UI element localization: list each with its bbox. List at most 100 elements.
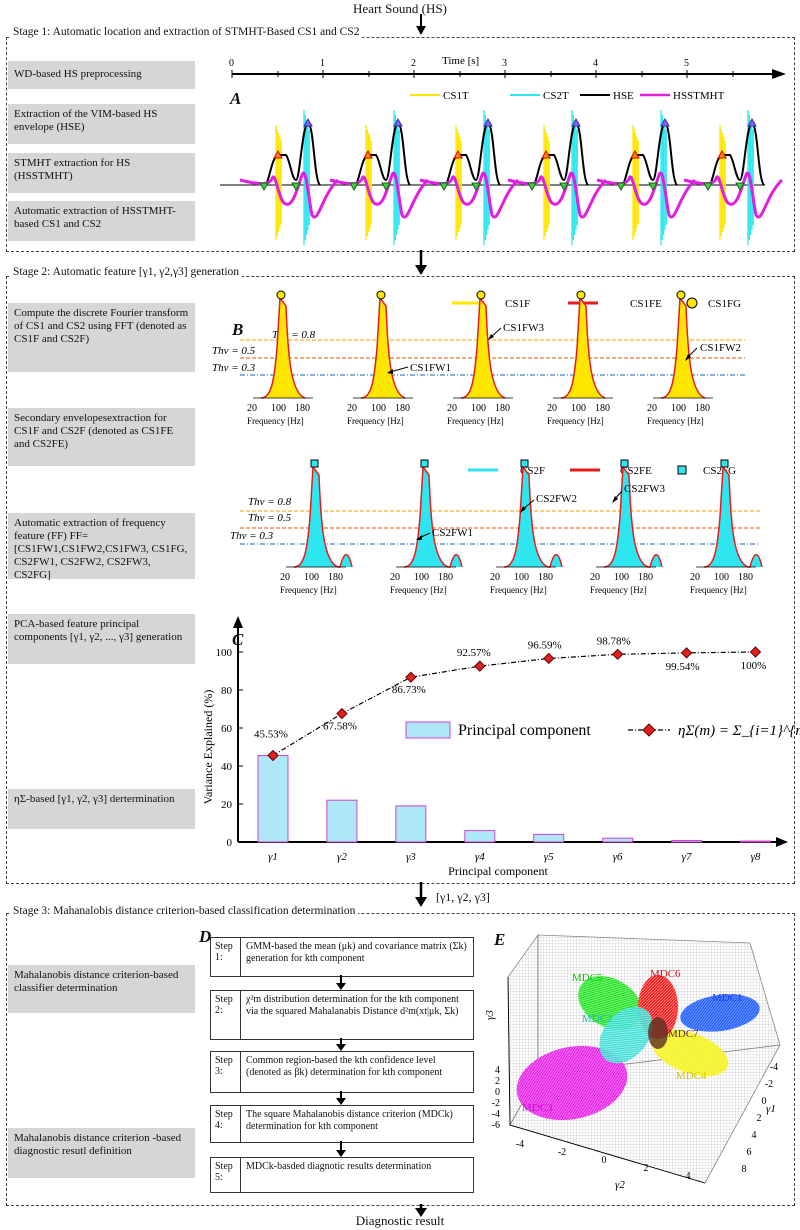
step-5-box: Step 5: MDCk-basded diagnotic results det… — [210, 1157, 474, 1193]
freq-tick: 20 — [247, 403, 257, 414]
freq-axis-label: Frequency [Hz] — [280, 585, 337, 595]
freq-axis-label: Frequency [Hz] — [690, 585, 747, 595]
spectrum-envelope — [293, 464, 353, 568]
freq-tick: 180 — [438, 572, 453, 583]
envelope-line — [355, 121, 411, 186]
spectrum-fill — [704, 467, 762, 567]
gamma2-tick: -4 — [516, 1139, 524, 1150]
x-tick-label: γ4 — [475, 851, 485, 863]
freq-tick: 100 — [304, 572, 319, 583]
spectrum-fill — [294, 467, 352, 567]
spectrum-fill — [261, 298, 305, 398]
freq-tick: 180 — [638, 572, 653, 583]
panel-label-a: A — [230, 89, 242, 108]
panel-label-b: B — [232, 320, 244, 339]
gamma1-tick: 4 — [752, 1130, 757, 1141]
step-number: Step 5: — [211, 1158, 241, 1192]
x-axis-label: Principal component — [448, 864, 548, 878]
legend-cs2fg: CS2FG — [703, 465, 736, 477]
legend-cs1fe: CS1FE — [630, 298, 662, 310]
y-tick-label: 100 — [216, 647, 233, 659]
legend-hse: HSE — [613, 90, 634, 102]
annot-cs2fw2: CS2FW2 — [536, 493, 577, 505]
cs2-peak-marker — [660, 117, 670, 127]
freq-tick: 100 — [714, 572, 729, 583]
flow-arrow-top — [416, 14, 426, 35]
label-mdc1: MDC1 — [712, 992, 743, 1004]
thv-05-row1: Thv = 0.5 — [212, 345, 256, 357]
freq-tick: 100 — [614, 572, 629, 583]
boundary-marker — [527, 182, 537, 192]
y-tick-label: 0 — [227, 837, 233, 849]
spectrum-fill — [361, 298, 405, 398]
y-axis-label: Variance Explained (%) — [201, 690, 215, 805]
stage2-box-fft: Compute the discrete Fourier transform o… — [8, 303, 195, 372]
cumulative-point — [749, 646, 762, 658]
cumulative-point — [611, 648, 624, 661]
spectrum-envelope — [603, 464, 663, 568]
stage1-box-cs-extraction: Automatic extraction of HSSTMHT-based CS… — [8, 201, 195, 241]
flow-arrow-1 — [415, 250, 427, 275]
bar — [740, 840, 772, 843]
stage3-title: Stage 3: Mahanalobis distance criterion-… — [10, 905, 359, 917]
gamma3-tick: 2 — [495, 1076, 500, 1087]
freq-tick: 180 — [495, 403, 510, 414]
panel-a-legend: CS1T CS2T HSE HSSTMHT — [410, 90, 725, 102]
annot-cs2fw1: CS2FW1 — [432, 527, 473, 539]
label-mdc3: MDC3 — [522, 1102, 553, 1114]
spectrum-envelope — [503, 464, 563, 568]
mdc1-ellipsoid — [680, 994, 760, 1032]
step-text: χ²m distribution determination for the k… — [246, 994, 459, 1017]
peak-marker — [576, 290, 586, 300]
stage3-box-classifier: Mahalanobis distance criterion-based cla… — [8, 965, 195, 1013]
legend-cs1fg: CS1FG — [708, 298, 741, 310]
data-label: 92.57% — [457, 647, 491, 659]
peak-marker — [420, 459, 429, 468]
bar — [395, 805, 427, 843]
flow-arrow-3 — [415, 1204, 427, 1217]
gamma2-tick: -2 — [558, 1147, 566, 1158]
legend-cs2t: CS2T — [543, 90, 569, 102]
gamma3-tick: -4 — [492, 1109, 500, 1120]
spectrum-fill — [661, 298, 705, 398]
axis-label-gamma1: γ1 — [766, 1103, 776, 1115]
x-tick-label: γ3 — [406, 851, 416, 863]
cumulative-point — [267, 749, 279, 762]
step-text: MDCk-basded diagnotic results determinat… — [246, 1161, 432, 1172]
stmht-line — [596, 171, 697, 219]
freq-tick: 180 — [328, 572, 343, 583]
peak-marker — [676, 290, 686, 300]
annot-cs1fw2: CS1FW2 — [700, 342, 741, 354]
panel-label-d: D — [199, 927, 212, 946]
freq-axis-label: Frequency [Hz] — [447, 416, 504, 426]
gamma2-tick: 0 — [602, 1155, 607, 1166]
peak-marker — [276, 290, 286, 300]
freq-axis-label: Frequency [Hz] — [490, 585, 547, 595]
gamma1-tick: 0 — [762, 1096, 767, 1107]
stmht-line — [507, 171, 608, 219]
boundary-marker — [703, 182, 713, 192]
label-mdc2: MDC2 — [582, 1013, 613, 1025]
freq-tick: 100 — [571, 403, 586, 414]
freq-tick: 20 — [347, 403, 357, 414]
boundary-marker — [439, 182, 449, 192]
cs2-peak-marker — [483, 117, 493, 127]
freq-tick: 20 — [690, 572, 700, 583]
spectrum-fill — [504, 467, 562, 567]
legend-line-label: ηΣ(m) = Σ_{i=1}^{m} — [678, 723, 800, 739]
spectrum-envelope — [660, 295, 706, 399]
freq-tick: 20 — [447, 403, 457, 414]
data-label: 45.53% — [254, 728, 288, 740]
step-1-box: Step 1:GMM-based the mean (μk) and covar… — [210, 937, 474, 977]
gamma2-tick: 4 — [686, 1171, 691, 1182]
data-label: 67.58% — [323, 721, 357, 733]
legend-cs1f: CS1F — [505, 298, 530, 310]
mdc3-ellipsoid — [516, 1045, 628, 1121]
step-text: The square Mahalanobis distance criterio… — [246, 1109, 453, 1132]
cumulative-point — [474, 660, 486, 672]
stage1-box-preprocessing: WD-based HS preprocessing — [8, 61, 195, 89]
freq-tick: 100 — [371, 403, 386, 414]
time-tick-label: 2 — [411, 58, 416, 69]
